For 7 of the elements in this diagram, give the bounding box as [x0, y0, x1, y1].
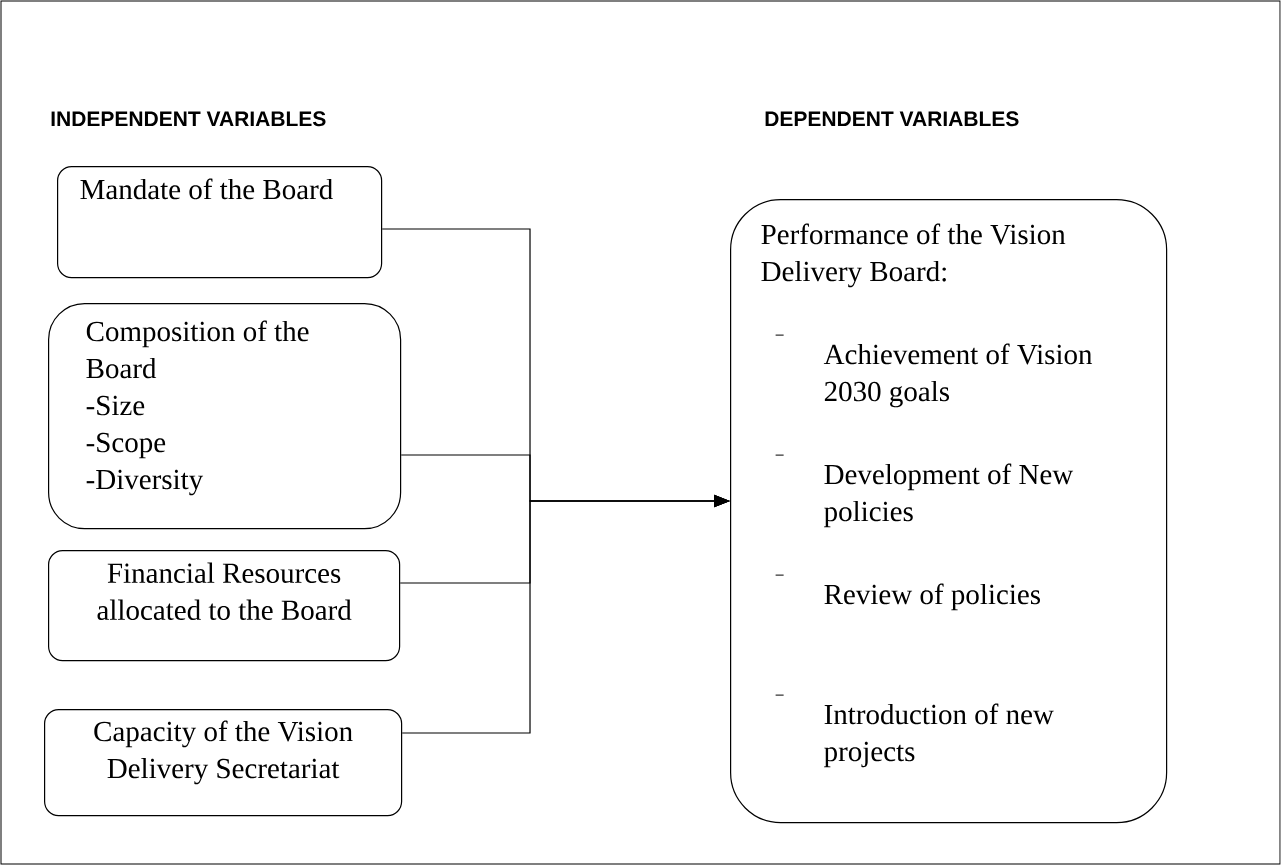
- text-box: Financial Resources allocated to the Board: [48, 550, 401, 662]
- text-box: Mandate of the Board: [57, 166, 383, 279]
- outcome-box: Performance of the Vision Delivery Board: Achievement of Vision 2030 goals Development of New policies Review of policies Introduction of new projects: [730, 199, 1168, 824]
- text-box: Composition of the Board -Size -Scope -Diversity: [48, 303, 402, 530]
- column-heading: INDEPENDENT VARIABLES: [51, 111, 326, 127]
- column-heading: DEPENDENT VARIABLES: [765, 111, 1019, 127]
- text-box: Capacity of the Vision Delivery Secretariat: [44, 709, 403, 817]
